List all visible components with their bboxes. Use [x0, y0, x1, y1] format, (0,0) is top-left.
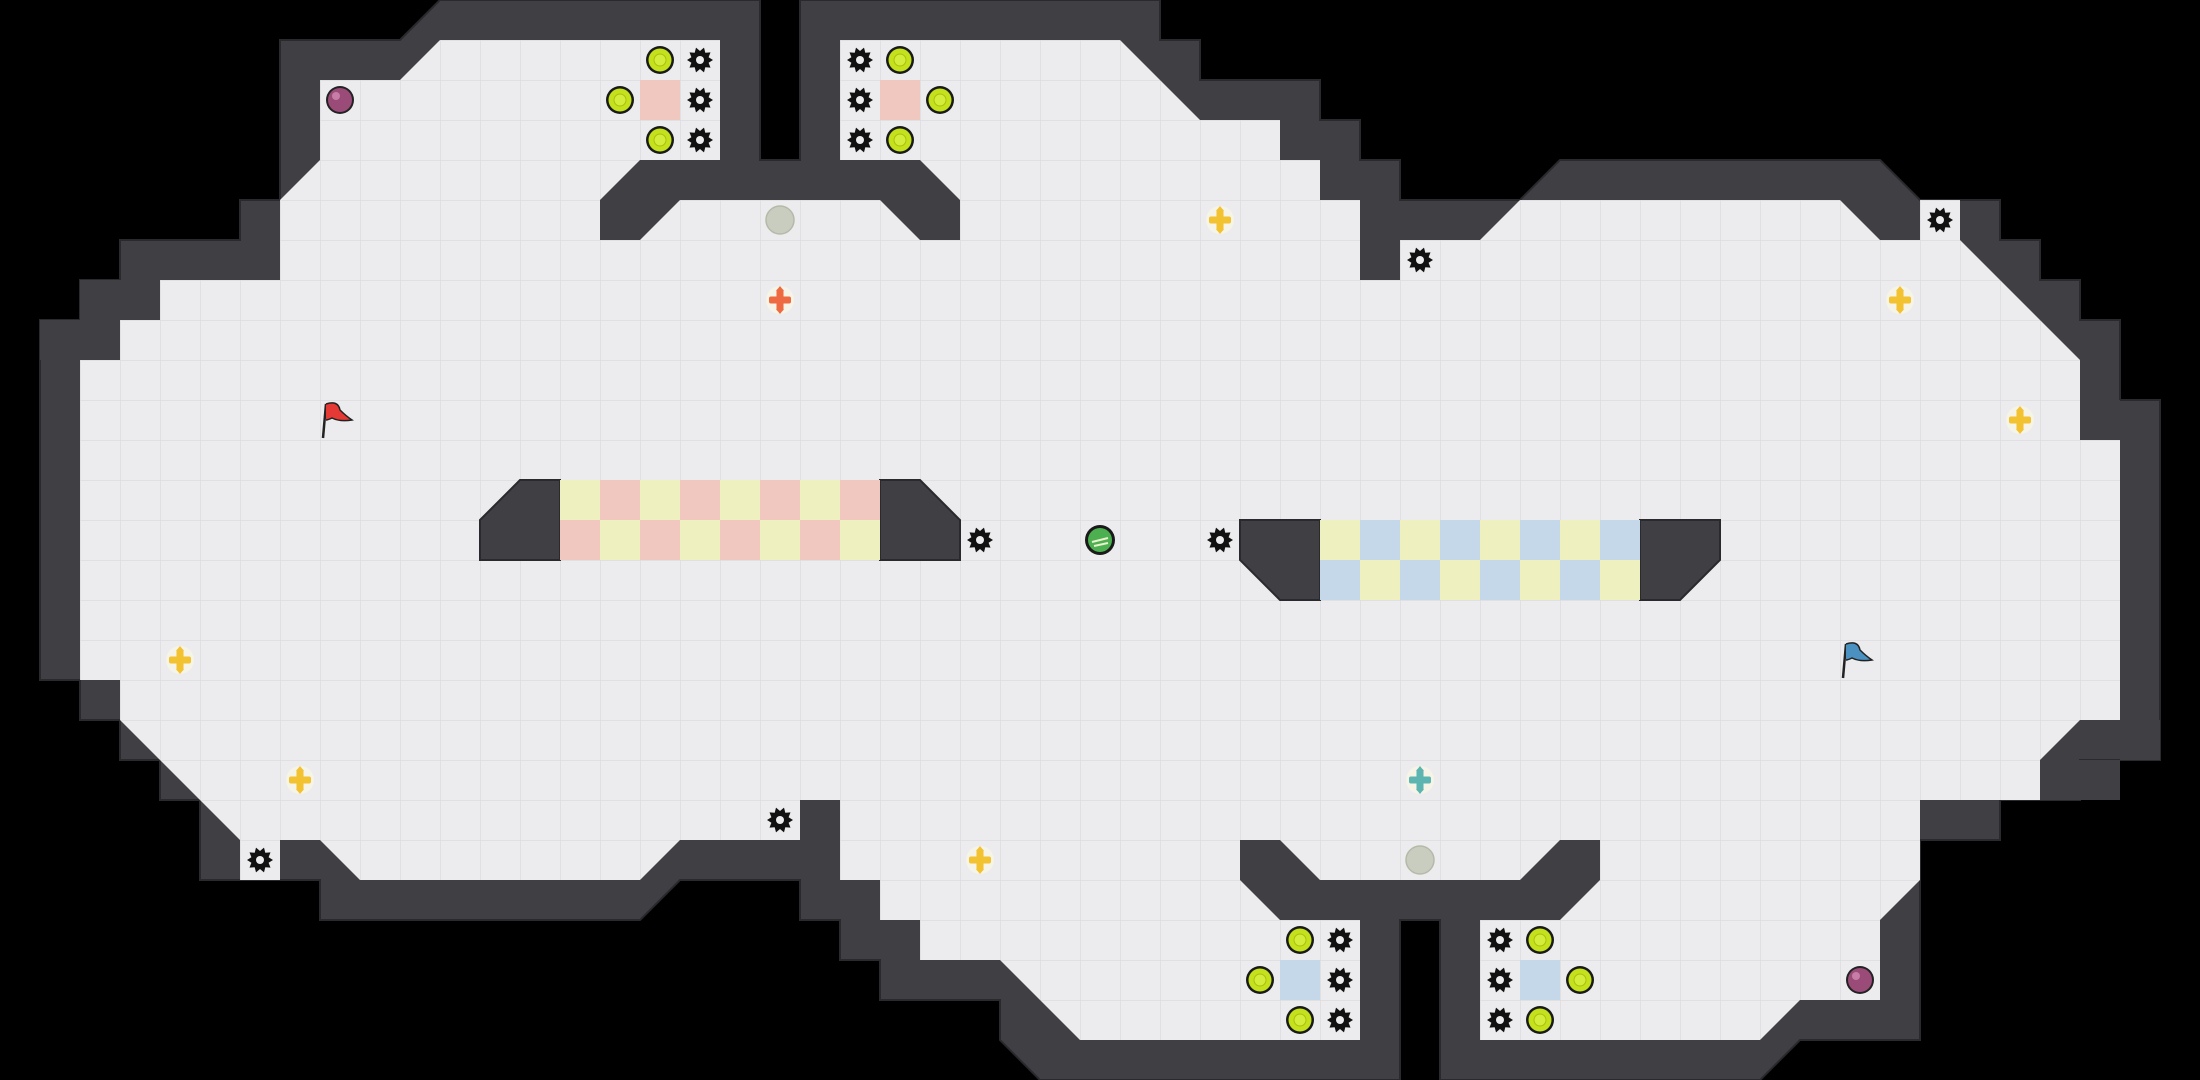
- spawn-tiles: [640, 80, 1560, 1000]
- powerup-icon: [286, 766, 314, 794]
- spike-icon: [1327, 967, 1353, 993]
- red-flag-icon: [321, 402, 354, 439]
- powerup-icon: [2006, 406, 2034, 434]
- spike-icon: [967, 527, 993, 553]
- wall-notches: [40, 240, 2160, 800]
- spike-icon: [1487, 1007, 1513, 1033]
- spike-icon: [1407, 247, 1433, 273]
- spike-icon: [1207, 527, 1233, 553]
- red-team-zone: [560, 480, 880, 560]
- gate-button-icon: [1526, 926, 1554, 954]
- red-powerup-icon: [766, 286, 794, 314]
- spike-icon: [687, 127, 713, 153]
- gate-button-icon: [1526, 1006, 1554, 1034]
- spike-icon: [1327, 927, 1353, 953]
- right-center-barrier: [1239, 519, 1721, 601]
- gate-button-icon: [1286, 1006, 1314, 1034]
- spike-icon: [1487, 927, 1513, 953]
- gate-button-icon: [886, 126, 914, 154]
- powerup-icon: [966, 846, 994, 874]
- portal-icon: [765, 205, 795, 235]
- portal-icon: [1405, 845, 1435, 875]
- gate-button-icon: [926, 86, 954, 114]
- neutral-ball-icon: [1085, 525, 1115, 555]
- spike-icon: [247, 847, 273, 873]
- spike-icon: [767, 807, 793, 833]
- spike-icon: [1487, 967, 1513, 993]
- bomb-icon: [1846, 966, 1874, 994]
- blue-team-zone: [1320, 520, 1640, 600]
- gate-button-icon: [886, 46, 914, 74]
- powerup-icon: [166, 646, 194, 674]
- spike-icon: [847, 127, 873, 153]
- spike-icon: [687, 47, 713, 73]
- gate-button-icon: [646, 126, 674, 154]
- teal-powerup-icon: [1406, 766, 1434, 794]
- spike-icon: [687, 87, 713, 113]
- gate-button-icon: [606, 86, 634, 114]
- gate-button-icon: [1566, 966, 1594, 994]
- blue-flag-icon: [1841, 642, 1874, 679]
- gate-button-icon: [646, 46, 674, 74]
- powerup-icon: [1206, 206, 1234, 234]
- spike-icon: [1327, 1007, 1353, 1033]
- bomb-icon: [326, 86, 354, 114]
- spike-icon: [847, 47, 873, 73]
- spike-icon: [1927, 207, 1953, 233]
- spike-icon: [847, 87, 873, 113]
- gate-button-icon: [1246, 966, 1274, 994]
- powerup-icon: [1886, 286, 1914, 314]
- gate-button-icon: [1286, 926, 1314, 954]
